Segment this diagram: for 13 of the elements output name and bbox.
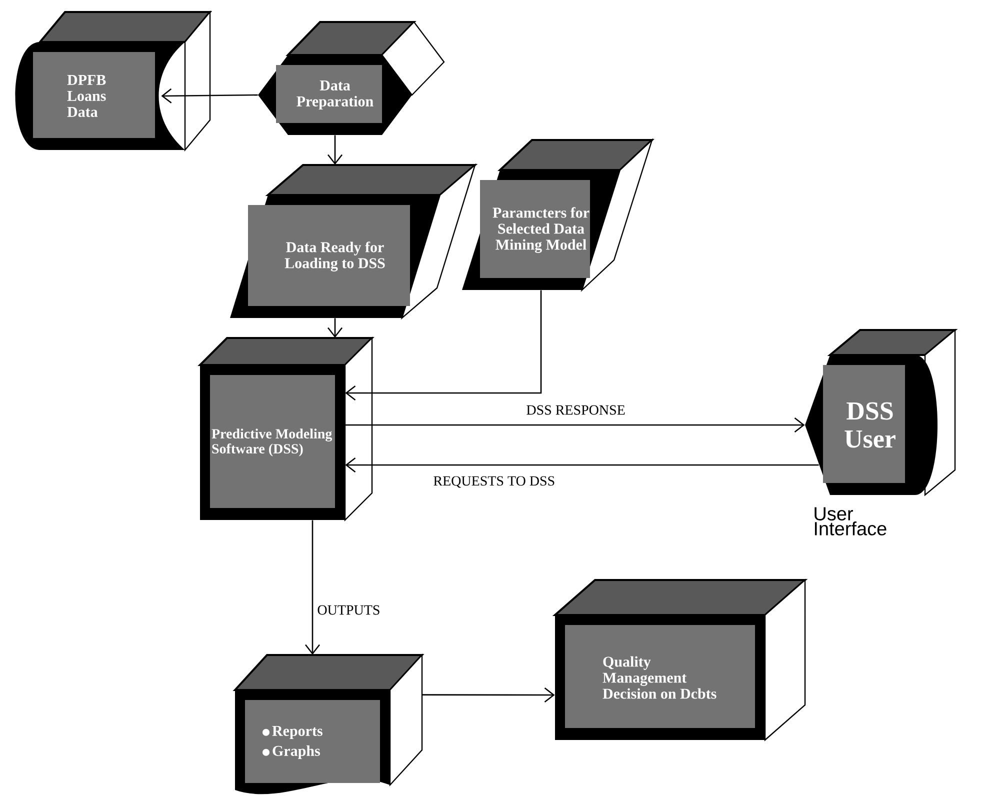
edge-label: REQUESTS TO DSS	[432, 475, 556, 489]
process-hexagon: Data Preparation	[258, 21, 445, 135]
arrow	[161, 88, 258, 104]
arrow	[345, 418, 805, 433]
arrow	[422, 687, 555, 702]
arrow	[305, 520, 320, 655]
arrow	[328, 318, 343, 338]
caption-text: User Interface	[814, 507, 886, 536]
edge-label: OUTPUTS	[316, 604, 382, 616]
arrow	[345, 458, 819, 473]
arrow	[328, 135, 343, 165]
arrow	[345, 290, 542, 401]
edge-label: DSS RESPONSE	[525, 404, 626, 416]
